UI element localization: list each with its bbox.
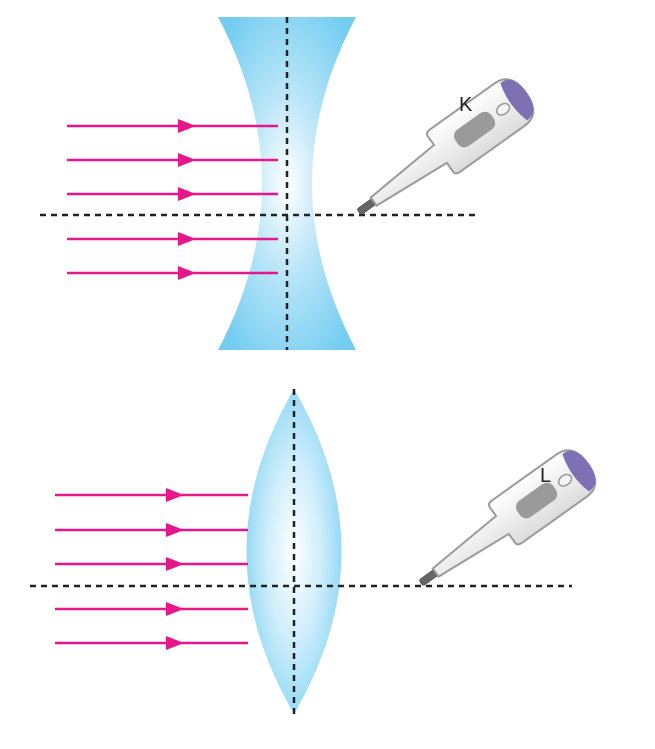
thermometer-display <box>454 111 496 148</box>
thermometer-k-label: K <box>459 94 473 116</box>
bottom-setup: L <box>30 389 597 714</box>
ray <box>67 266 278 280</box>
thermometer-display <box>516 482 558 519</box>
top-rays <box>67 119 278 280</box>
ray-arrowhead <box>178 187 196 201</box>
ray <box>55 636 248 650</box>
ray-arrowhead <box>178 153 196 167</box>
ray-arrowhead <box>166 488 184 502</box>
ray-arrowhead <box>166 636 184 650</box>
thermometer-end-button <box>500 79 534 121</box>
top-setup: K <box>40 17 535 350</box>
thermometer-l-label: L <box>540 465 551 487</box>
ray-arrowhead <box>178 232 196 246</box>
bottom-rays <box>55 488 248 650</box>
ray <box>67 153 278 167</box>
ray-arrowhead <box>166 557 184 571</box>
ray-arrowhead <box>166 602 184 616</box>
ray <box>67 119 278 133</box>
ray <box>55 523 248 537</box>
thermometer-end-button <box>562 450 596 492</box>
ray-arrowhead <box>178 266 196 280</box>
ray-arrowhead <box>178 119 196 133</box>
ray-arrowhead <box>166 523 184 537</box>
thermometer-k <box>357 78 535 215</box>
thermometer-small-button <box>495 102 511 116</box>
convex-lens <box>246 389 342 714</box>
ray <box>55 602 248 616</box>
ray <box>67 187 278 201</box>
ray <box>67 232 278 246</box>
ray <box>55 557 248 571</box>
ray <box>55 488 248 502</box>
thermometer-small-button <box>557 473 573 487</box>
thermometer-l <box>419 449 597 586</box>
